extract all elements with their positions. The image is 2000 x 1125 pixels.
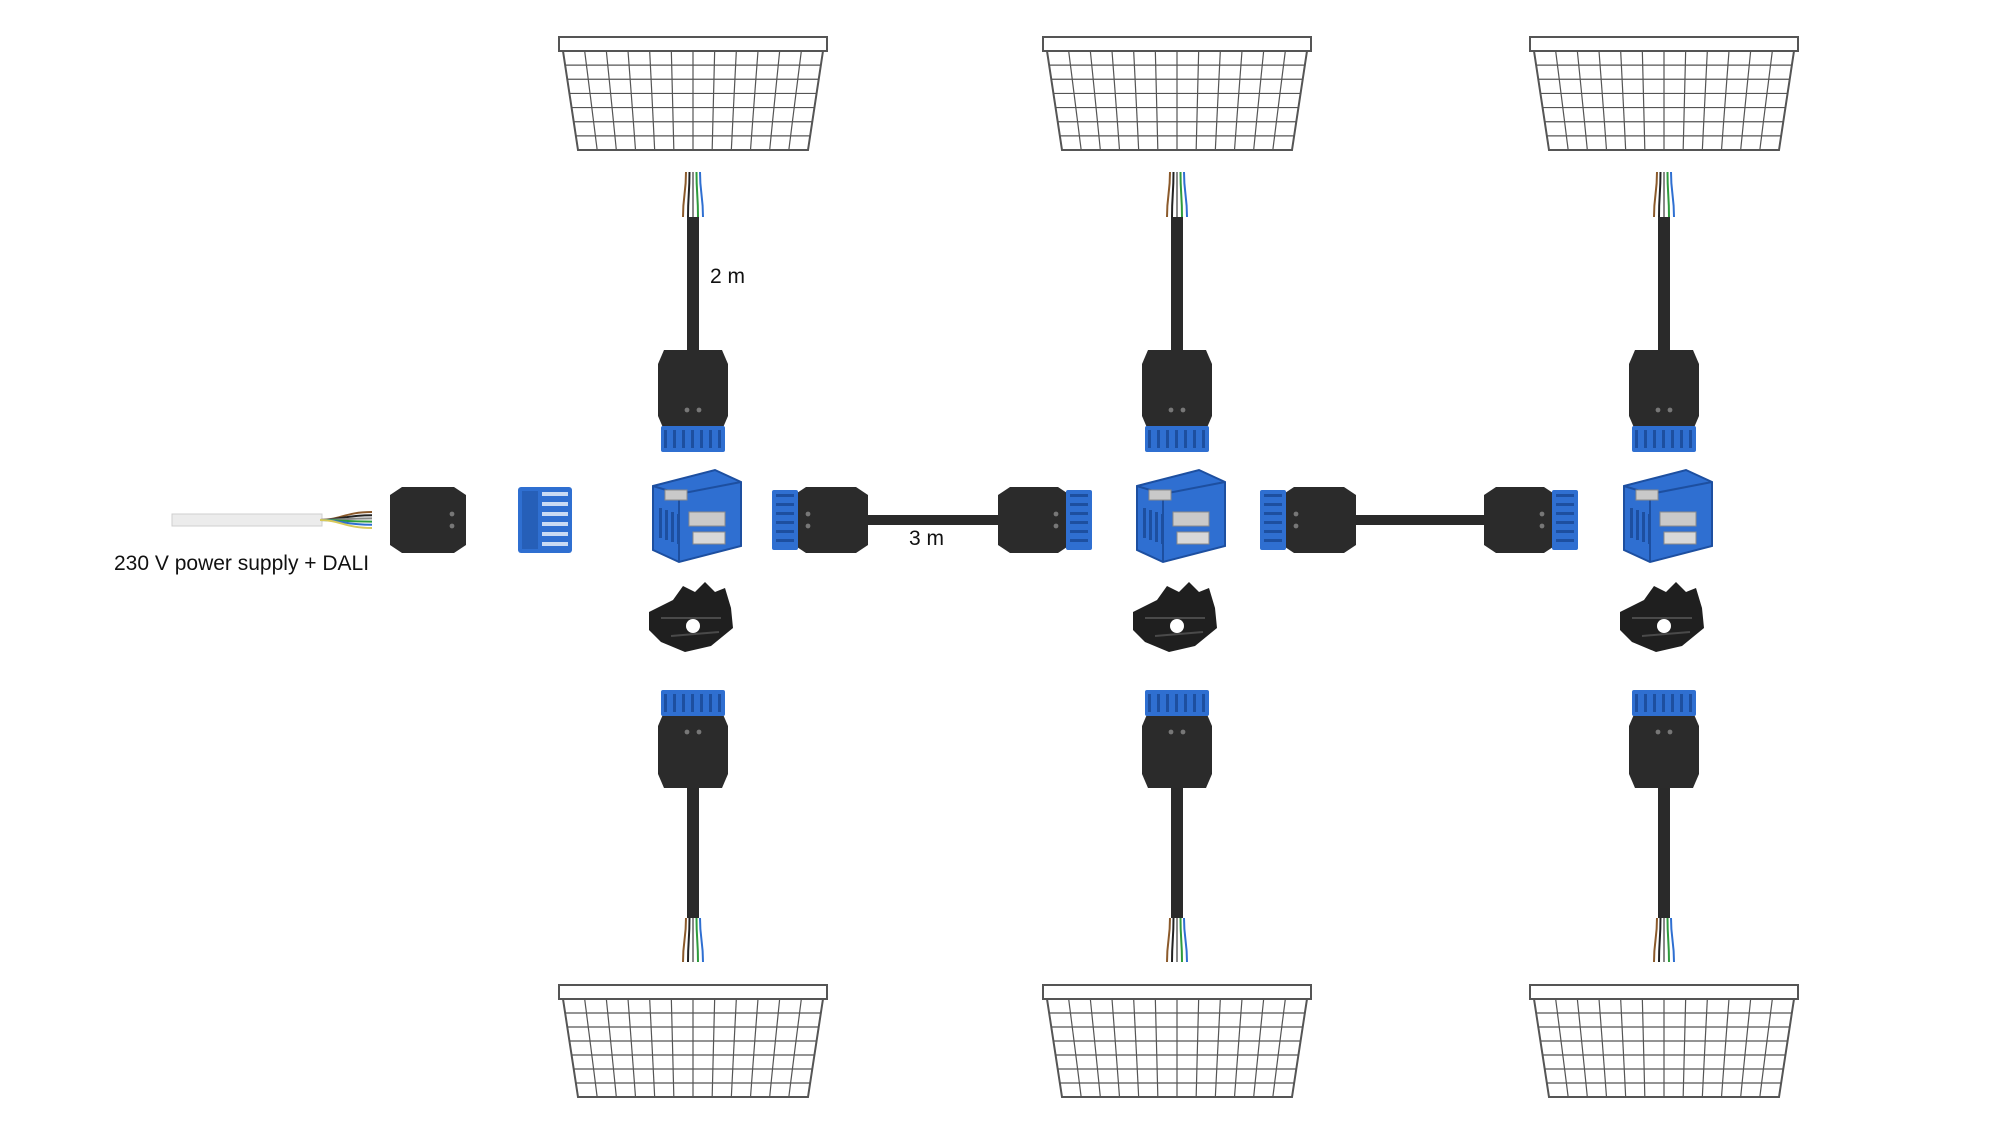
connector-plug-icon bbox=[1629, 350, 1699, 452]
connector-plug-icon bbox=[1142, 690, 1212, 788]
strain-relief-clip-icon bbox=[1620, 582, 1704, 652]
cable bbox=[687, 788, 699, 918]
strain-relief-clip-icon bbox=[1133, 582, 1217, 652]
connector-plug-icon bbox=[390, 487, 466, 553]
stripped-wire-end-icon bbox=[682, 917, 704, 963]
connector-plug-icon bbox=[1629, 690, 1699, 788]
connector-plug-icon bbox=[658, 350, 728, 452]
power-supply-label: 230 V power supply + DALI bbox=[114, 552, 370, 575]
ceiling-panel-luminaire-icon bbox=[558, 984, 828, 1098]
connector-plug-icon bbox=[1484, 487, 1578, 553]
stripped-wire-end-icon bbox=[682, 171, 704, 218]
strain-relief-clip-icon bbox=[649, 582, 733, 652]
cable bbox=[1356, 515, 1484, 525]
connector-plug-icon bbox=[1260, 487, 1356, 553]
connector-plug-icon bbox=[658, 690, 728, 788]
ceiling-panel-luminaire-icon bbox=[1529, 36, 1799, 151]
ceiling-panel-luminaire-icon bbox=[1042, 984, 1312, 1098]
cable bbox=[868, 515, 998, 525]
stripped-wire-end-icon bbox=[1653, 171, 1675, 218]
cable bbox=[687, 217, 699, 352]
drop-cable-length-label: 2 m bbox=[710, 265, 746, 288]
t-distributor-icon bbox=[1623, 468, 1713, 564]
t-distributor-icon bbox=[1136, 468, 1226, 564]
ceiling-panel-luminaire-icon bbox=[1042, 36, 1312, 151]
cable bbox=[1658, 217, 1670, 352]
stripped-wire-end-icon bbox=[1166, 171, 1188, 218]
connector-plug-icon bbox=[1142, 350, 1212, 452]
cable bbox=[1171, 217, 1183, 352]
cable bbox=[1171, 788, 1183, 918]
stripped-wire-end-icon bbox=[1166, 917, 1188, 963]
connector-plug-icon bbox=[998, 487, 1092, 553]
t-distributor-icon bbox=[652, 468, 742, 564]
stripped-wire-end-icon bbox=[1653, 917, 1675, 963]
connector-plug-icon bbox=[772, 487, 868, 553]
connector-plug-icon bbox=[518, 487, 572, 553]
cable bbox=[1658, 788, 1670, 918]
supply-cable-icon bbox=[171, 511, 373, 529]
link-cable-length-label: 3 m bbox=[909, 527, 945, 550]
ceiling-panel-luminaire-icon bbox=[1529, 984, 1799, 1098]
ceiling-panel-luminaire-icon bbox=[558, 36, 828, 151]
